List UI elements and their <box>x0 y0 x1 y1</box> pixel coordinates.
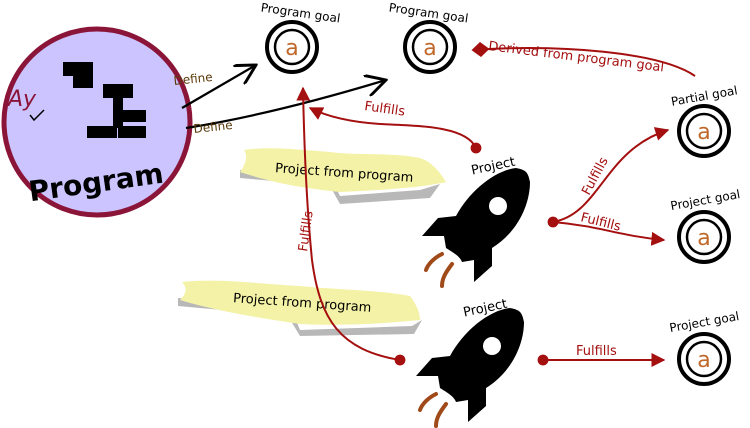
program-task-icon <box>63 62 146 138</box>
define-label-2: Define <box>193 118 233 136</box>
fulfills-relation-bottom: Fulfills <box>537 344 666 367</box>
goal-icon: a <box>285 36 298 61</box>
program-goal-node-2[interactable]: a Program goal <box>388 1 469 74</box>
check-icon <box>29 109 45 122</box>
program-circle <box>1 26 193 218</box>
derived-label: Derived from program goal <box>488 39 665 75</box>
fulfills-relation-project-goal: Fulfills <box>552 210 666 246</box>
project-from-program-banner-1: Project from program <box>240 148 446 204</box>
goal-icon: a <box>423 36 436 61</box>
project-from-program-banner-2: Project from program <box>178 280 422 336</box>
fulfills-relation-partial: Fulfills <box>547 127 670 228</box>
program-node[interactable]: Ay Program <box>1 26 193 218</box>
project-goal-label-1: Project goal <box>669 187 741 213</box>
define-label-1: Define <box>173 70 213 88</box>
goal-icon: a <box>697 226 710 251</box>
program-logo-text: Ay <box>6 87 37 112</box>
rocket-icon <box>414 306 526 428</box>
fulfills-relation-top: Fulfills <box>308 99 482 154</box>
partial-goal-node[interactable]: a Partial goal <box>670 83 739 158</box>
define-relation-1: Define <box>173 65 256 109</box>
project-goal-label-2: Project goal <box>668 309 740 335</box>
project-node-2[interactable]: Project <box>414 297 526 428</box>
project-goal-node-2[interactable]: a Project goal <box>668 309 740 386</box>
project-goal-node-1[interactable]: a Project goal <box>669 187 741 264</box>
fulfills-label-project-goal: Fulfills <box>579 210 622 234</box>
fulfills-relation-vertical: Fulfills <box>296 86 406 366</box>
fulfills-label-top: Fulfills <box>363 99 406 120</box>
fulfills-label-vertical: Fulfills <box>296 210 317 253</box>
goal-icon: a <box>697 120 710 145</box>
program-goal-node-1[interactable]: a Program goal <box>260 1 341 74</box>
goal-icon: a <box>697 348 710 373</box>
project-node-1[interactable]: Project <box>420 155 532 288</box>
derived-relation: Derived from program goal <box>471 39 696 77</box>
fulfills-label-bottom: Fulfills <box>576 344 617 359</box>
